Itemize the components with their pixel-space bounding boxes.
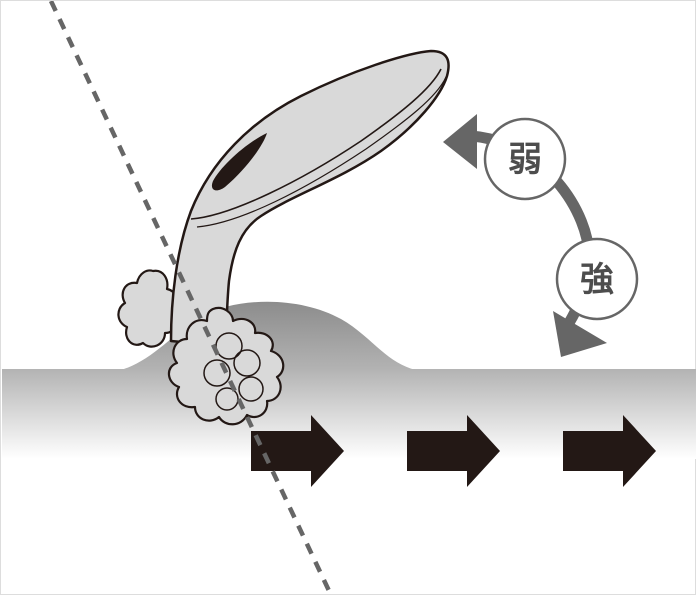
direction-arrows [251, 415, 656, 487]
back-roller [117, 269, 179, 348]
strong-label-circle [555, 237, 639, 321]
handle-highlight-line-1 [190, 68, 442, 220]
weak-label: 弱 [508, 140, 542, 180]
roller-node [203, 359, 231, 387]
curved-arrow-head-bottom [553, 311, 607, 357]
direction-arrow-2 [407, 415, 500, 487]
front-roller [167, 306, 285, 426]
roller-node [233, 349, 261, 377]
strong-label: 強 [580, 260, 614, 300]
roller-node [215, 387, 239, 411]
direction-arrow-1 [251, 415, 344, 487]
curved-arrow-head-top [443, 114, 477, 169]
handle-indicator-strip [211, 133, 267, 191]
direction-arrow-3 [563, 415, 656, 487]
dashed-axis-line [48, 1, 334, 596]
weak-label-circle [483, 117, 567, 201]
device-handle [169, 49, 450, 348]
handle-highlight-line-2 [196, 76, 447, 228]
roller-node [238, 376, 264, 402]
weak-label-badge: 弱 [483, 117, 567, 201]
strong-label-badge: 強 [555, 237, 639, 321]
